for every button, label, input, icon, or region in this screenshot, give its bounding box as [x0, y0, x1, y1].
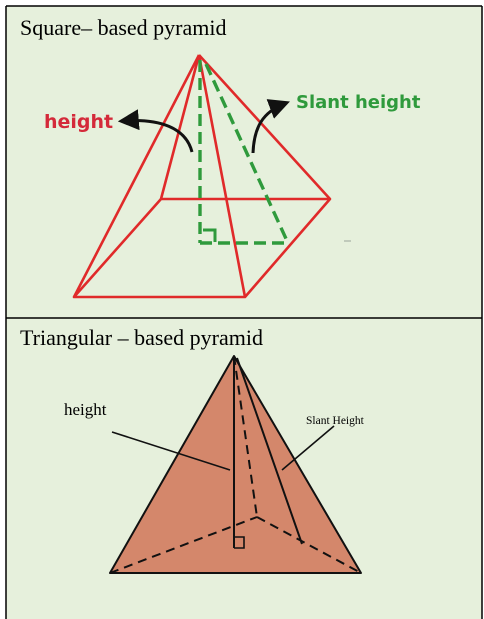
- triangular-pyramid-face: [109, 355, 362, 574]
- triangular-height-label: height: [64, 400, 107, 419]
- square-panel-background: [6, 6, 482, 318]
- square-right-angle-mark: [203, 228, 217, 242]
- lateral-edge: [72, 54, 201, 298]
- triangular-slant-height-line: [236, 357, 303, 545]
- triangular-pyramid-title: Triangular – based pyramid: [20, 325, 263, 350]
- height-pointer-arrow: [117, 109, 194, 153]
- triangular-right-angle-mark: [234, 536, 245, 549]
- square-pyramid-title: Square– based pyramid: [20, 15, 227, 40]
- square-pyramid-drawing: [72, 54, 351, 299]
- lateral-edge: [197, 54, 247, 298]
- slant-height-pointer-arrow: [251, 99, 290, 154]
- triangular-slant-height-label: Slant Height: [306, 415, 365, 427]
- square-slant-height-line: [204, 63, 290, 244]
- square-slant-height-label: Slant height: [296, 92, 421, 113]
- square-height-label: height: [44, 111, 113, 133]
- lateral-edge: [198, 54, 331, 200]
- hidden-base-edge: [256, 516, 362, 574]
- triangular-pyramid-drawing: [109, 355, 362, 574]
- hidden-base-edge: [109, 516, 258, 574]
- lateral-edge: [159, 54, 201, 200]
- height-leader-line: [111, 431, 231, 471]
- hidden-lateral-edge: [233, 355, 258, 518]
- slant-height-leader-line: [281, 425, 335, 471]
